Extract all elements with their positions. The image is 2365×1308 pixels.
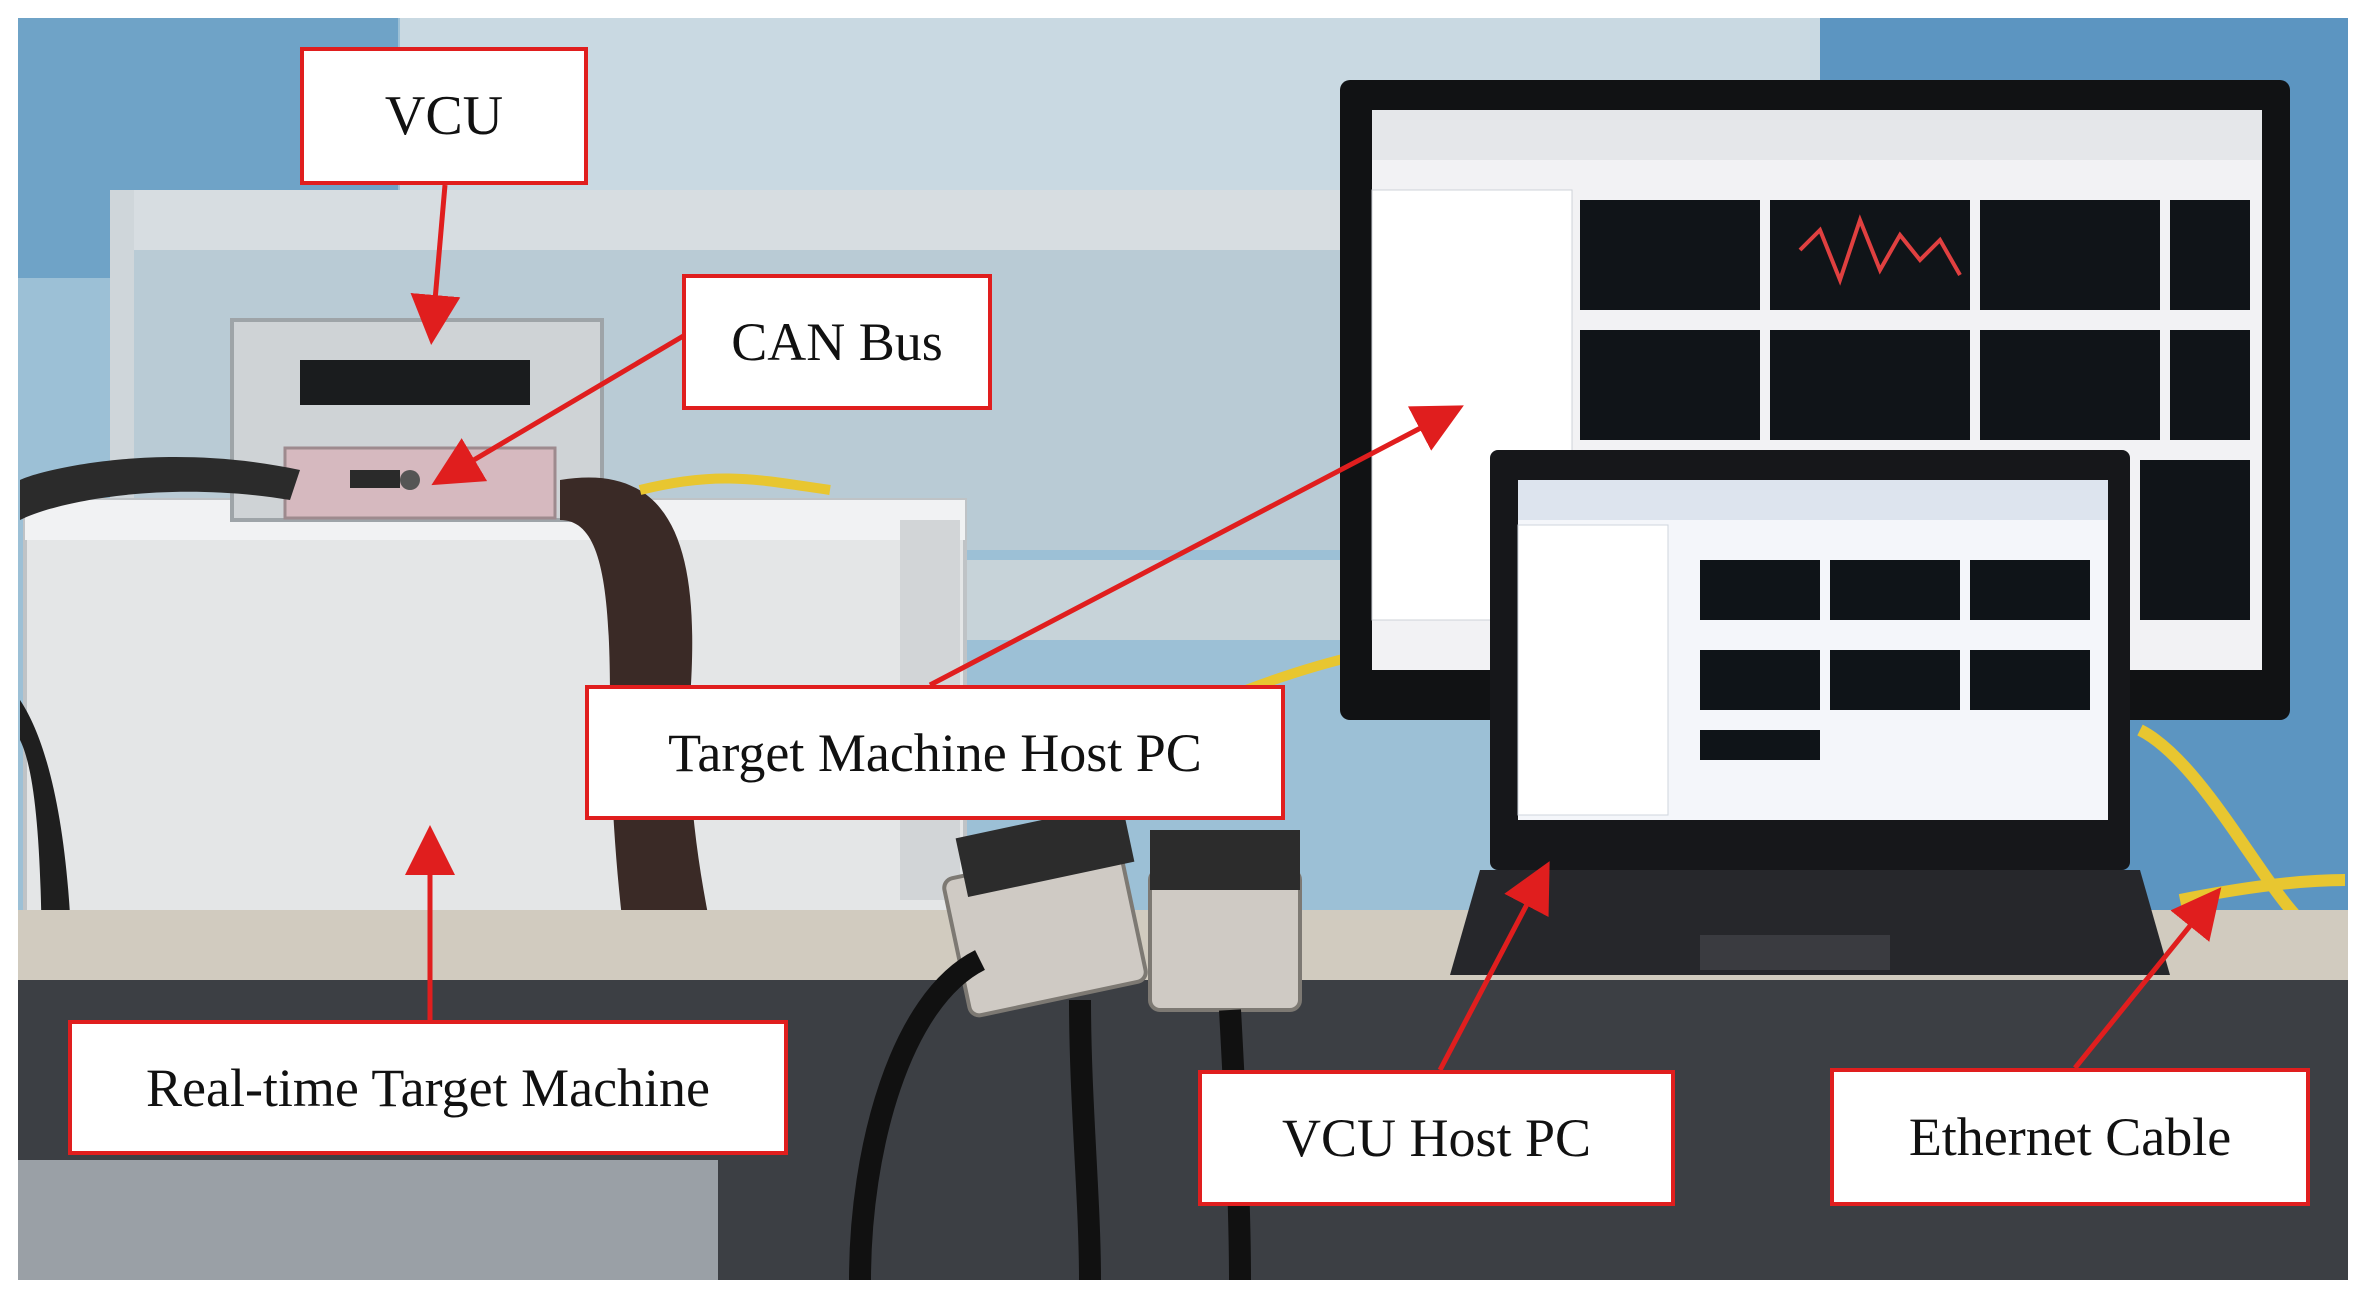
- label-vcu: VCU: [300, 47, 588, 185]
- label-can-bus: CAN Bus: [682, 274, 992, 410]
- label-vcu-host-pc: VCU Host PC: [1198, 1070, 1675, 1206]
- db-connectors: [849, 802, 1302, 1281]
- label-target-machine-host-pc: Target Machine Host PC: [585, 685, 1285, 820]
- label-ethernet-cable: Ethernet Cable: [1830, 1068, 2310, 1206]
- label-realtime-target-machine: Real-time Target Machine: [68, 1020, 788, 1155]
- vcu-host-laptop: [1450, 450, 2170, 975]
- shelf-frame: [110, 190, 1350, 250]
